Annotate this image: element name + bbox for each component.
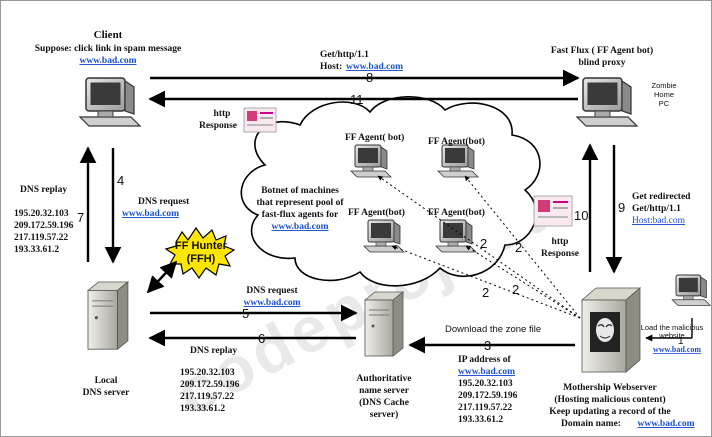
dns-replay-ip: 209.172.59.196 <box>14 221 74 231</box>
dns-replay-ip: 209.172.59.196 <box>180 380 240 390</box>
step-number: 1 <box>678 336 684 347</box>
local-dns-label: Local <box>95 376 118 386</box>
get-request-label: Get/http/1.1 <box>320 50 369 60</box>
dns-replay-ip: 195.20.32.103 <box>180 368 235 378</box>
ff-hunter-line1: FF Hunter <box>175 240 228 252</box>
mothership-title: Mothership Webserver <box>563 383 657 393</box>
dns-request-url-link[interactable]: www.bad.com <box>243 298 300 308</box>
get-redirected-label: Get redirected <box>632 192 691 202</box>
fast-flux-subtitle: blind proxy <box>578 58 625 68</box>
ip-address-ip: 193.33.61.2 <box>458 415 503 425</box>
step-number: 2 <box>515 240 522 255</box>
step-number: 5 <box>242 306 249 321</box>
mothership-description: Keep updating a record of the <box>549 407 670 417</box>
fast-flux-proxy-computer-icon <box>576 77 638 127</box>
dns-replay-ip: 193.33.61.2 <box>180 404 225 414</box>
ff-hunter-link <box>146 260 178 294</box>
ff-agent-label: FF Agent( bot) <box>345 132 404 143</box>
step-number: 4 <box>117 173 124 188</box>
auth-ns-label: Authoritative <box>357 374 412 384</box>
ip-address-url-link[interactable]: www.bad.com <box>458 367 515 377</box>
load-malicious-label: website <box>658 331 684 340</box>
get-redirected-host-link[interactable]: Host:bad.com <box>632 216 686 226</box>
client-title: Client <box>94 29 123 41</box>
dotted-link-agent <box>464 175 581 319</box>
http-response-label: Response <box>199 121 237 131</box>
dns-replay-label: DNS replay <box>190 346 237 356</box>
dns-replay-ip: 195.20.32.103 <box>14 209 69 219</box>
step-number: 7 <box>77 210 84 225</box>
load-malicious-label: Load the malicious <box>641 323 704 332</box>
step-number: 10 <box>574 208 588 223</box>
auth-ns-label: name server <box>359 386 410 396</box>
client-url-link[interactable]: www.bad.com <box>79 56 136 66</box>
http-response-thumbnail <box>243 107 277 133</box>
step-number: 9 <box>618 200 625 215</box>
get-redirected-request: Get/http/1.1 <box>632 204 681 214</box>
mothership-domain-label: Domain name: <box>561 419 621 429</box>
botnet-url-link[interactable]: www.bad.com <box>271 222 328 232</box>
host-url-link[interactable]: www.bad.com <box>346 62 403 72</box>
dns-replay-ip: 217.119.57.22 <box>14 233 68 243</box>
victim-computer-icon <box>671 274 711 306</box>
step-number: 3 <box>484 338 491 353</box>
mothership-url-link[interactable]: www.bad.com <box>637 419 694 429</box>
zombie-label: Home <box>654 90 674 99</box>
ff-agent-label: FF Agent(bot) <box>348 207 405 218</box>
ff-agent-label: FF Agent(bot) <box>428 207 485 218</box>
client-computer-icon <box>79 77 141 127</box>
http-response-label: http <box>214 109 231 119</box>
ff-agent-computer-icon <box>350 144 392 178</box>
auth-ns-label: (DNS Cache <box>359 397 409 408</box>
step-number: 2 <box>480 236 487 251</box>
dns-request-label: DNS request <box>138 197 190 207</box>
botnet-description: Botnet of machines <box>261 186 339 196</box>
dns-request-label: DNS request <box>246 286 298 296</box>
host-label: Host: <box>320 62 342 72</box>
step-number: 2 <box>482 285 489 300</box>
dns-request-url-link[interactable]: www.bad.com <box>122 209 179 219</box>
dns-replay-ip: 217.119.57.22 <box>180 392 234 402</box>
http-response-label: Response <box>541 249 579 259</box>
botnet-description: that represent pool of <box>257 198 345 208</box>
zombie-label: Zombie <box>651 81 676 90</box>
dotted-link-agent <box>377 175 581 319</box>
zombie-label: PC <box>659 99 670 108</box>
step-number: 11 <box>350 92 364 107</box>
client-description: Suppose: click link in spam message <box>35 44 182 54</box>
http-response-thumbnail <box>533 195 573 227</box>
auth-ns-label: server) <box>370 409 398 420</box>
load-malicious-url-link[interactable]: www.bad.com <box>653 345 701 354</box>
ff-hunter-badge: FF Hunter (FFH) <box>164 226 236 280</box>
ff-agent-computer-icon <box>437 144 479 178</box>
step-number: 2 <box>512 282 519 297</box>
step-number: 8 <box>366 70 373 85</box>
ff-hunter-line2: (FFH) <box>187 253 216 265</box>
mothership-subtitle: (Hosting malicious content) <box>554 394 665 405</box>
authoritative-name-server-icon <box>364 291 404 357</box>
ip-address-label: IP address of <box>458 355 511 365</box>
ff-agent-computer-icon <box>363 219 405 253</box>
dns-replay-ip: 193.33.61.2 <box>14 245 59 255</box>
ip-address-ip: 209.172.59.196 <box>458 391 518 401</box>
ff-agent-computer-icon <box>435 219 477 253</box>
dns-replay-label: DNS replay <box>20 185 67 195</box>
mothership-webserver-icon <box>580 287 642 373</box>
local-dns-label: DNS server <box>83 388 130 398</box>
ff-agent-label: FF Agent(bot) <box>428 136 485 147</box>
ip-address-ip: 195.20.32.103 <box>458 379 513 389</box>
local-dns-server-icon <box>87 281 129 350</box>
botnet-description: fast-flux agents for <box>262 210 339 220</box>
step-number: 6 <box>258 331 265 346</box>
dotted-link-agent <box>391 245 581 319</box>
http-response-label: http <box>552 237 569 247</box>
ip-address-ip: 217.119.57.22 <box>458 403 512 413</box>
download-zone-label: Download the zone file <box>445 324 541 335</box>
fast-flux-title: Fast Flux ( FF Agent bot) <box>551 45 653 56</box>
